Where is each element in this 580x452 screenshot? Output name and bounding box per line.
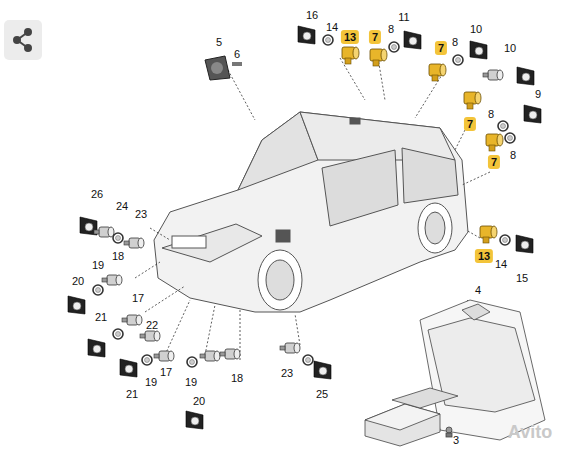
callout-number: 19 (185, 376, 197, 388)
callout-number: 8 (488, 108, 494, 120)
callout-number: 7 (464, 117, 476, 131)
callout-number: 8 (510, 149, 516, 161)
callout-number: 18 (231, 372, 243, 384)
callout-number: 25 (316, 388, 328, 400)
callout-number: 22 (146, 319, 158, 331)
callout-number: 20 (72, 275, 84, 287)
callout-number: 14 (326, 21, 338, 33)
callout-number: 10 (470, 23, 482, 35)
callout-number: 5 (216, 36, 222, 48)
callout-number: 26 (91, 188, 103, 200)
callout-number: 24 (116, 200, 128, 212)
callout-number: 6 (234, 48, 240, 60)
callout-number: 7 (435, 41, 447, 55)
callout-number: 11 (398, 11, 409, 23)
callout-number: 17 (132, 292, 144, 304)
callout-number: 19 (92, 259, 104, 271)
callout-number: 23 (135, 208, 147, 220)
callout-number: 23 (281, 367, 293, 379)
callout-number: 14 (495, 258, 507, 270)
callout-number: 7 (488, 155, 500, 169)
callout-number: 19 (145, 376, 157, 388)
callout-number: 13 (475, 249, 493, 263)
callout-number: 21 (95, 311, 107, 323)
callout-number: 10 (504, 42, 516, 54)
callout-number: 20 (193, 395, 205, 407)
callout-number: 9 (535, 88, 541, 100)
callout-number: 4 (475, 284, 481, 296)
callout-number: 21 (126, 388, 138, 400)
callout-number: 18 (112, 250, 124, 262)
callout-number: 7 (369, 30, 381, 44)
callout-number: 13 (341, 30, 359, 44)
callout-number: 3 (453, 434, 459, 446)
callout-number: 8 (452, 36, 458, 48)
callout-number: 16 (306, 9, 318, 21)
callout-number: 15 (516, 272, 528, 284)
watermark: Avito (508, 426, 552, 438)
callout-number: 17 (160, 366, 172, 378)
callout-number: 8 (388, 23, 394, 35)
